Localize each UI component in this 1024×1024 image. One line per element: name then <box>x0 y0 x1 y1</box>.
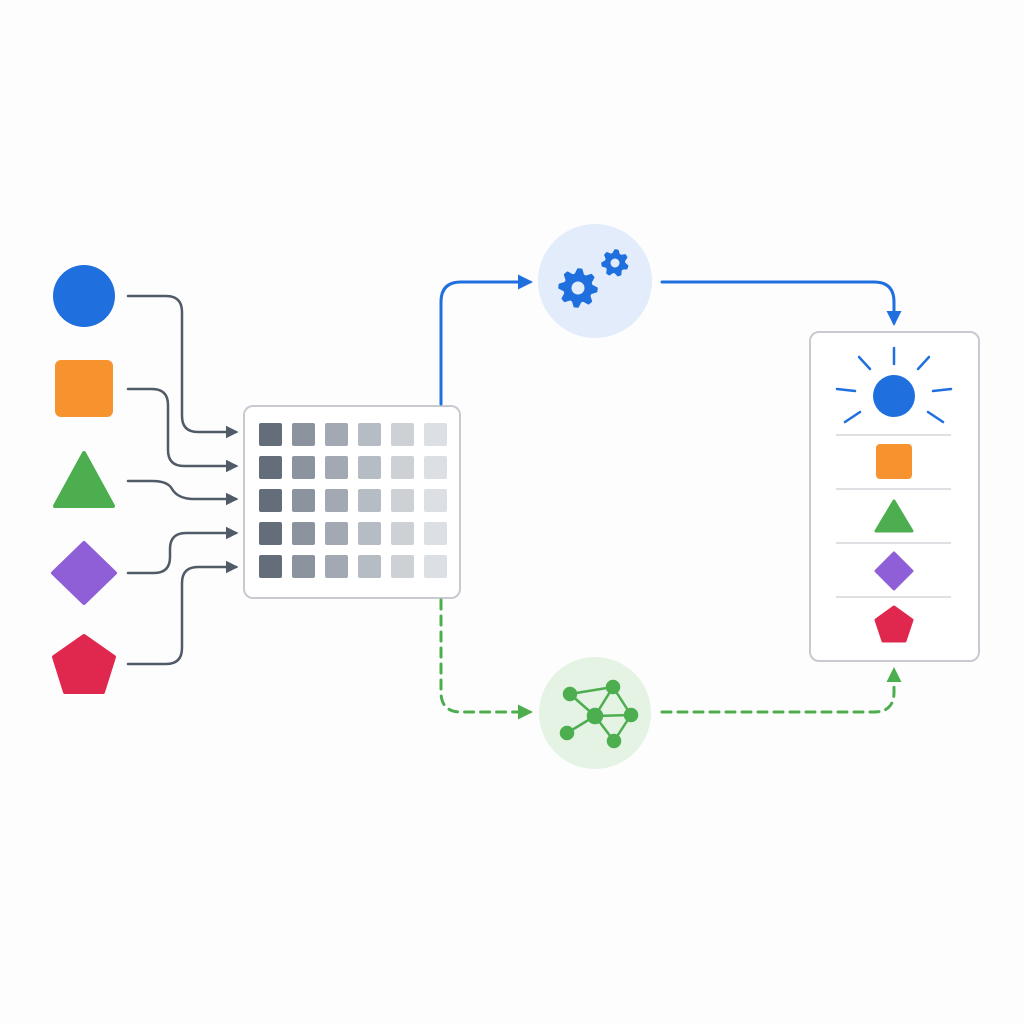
edge-network-to-output <box>660 667 902 714</box>
gears-node-background <box>538 224 652 338</box>
matrix-cell <box>292 555 315 578</box>
output-triangle-green <box>874 499 914 533</box>
matrix-cell <box>325 456 348 479</box>
connector-diamond-to-matrix <box>126 526 239 575</box>
matrix-cell <box>259 489 282 512</box>
matrix-cell <box>259 456 282 479</box>
input-diamond-purple <box>51 541 117 605</box>
output-panel-frame <box>809 331 980 662</box>
edge-matrix-to-gears <box>439 274 533 406</box>
matrix-cell <box>358 423 381 446</box>
connector-square-to-matrix <box>126 387 239 473</box>
matrix-cell <box>358 522 381 545</box>
matrix-cell <box>325 555 348 578</box>
matrix-cell <box>424 423 447 446</box>
matrix-cell <box>325 423 348 446</box>
matrix-cell <box>358 489 381 512</box>
output-circle-blue <box>873 375 915 417</box>
connector-pentagon-to-matrix <box>126 560 239 666</box>
matrix-cell <box>259 522 282 545</box>
matrix-cell <box>424 456 447 479</box>
matrix-cell <box>424 555 447 578</box>
matrix-cell <box>358 456 381 479</box>
matrix-cell <box>391 489 414 512</box>
matrix-cell <box>259 423 282 446</box>
output-diamond-purple <box>874 551 914 591</box>
matrix-cell <box>391 555 414 578</box>
input-pentagon-red <box>52 634 116 694</box>
matrix-cell <box>391 423 414 446</box>
connector-triangle-to-matrix <box>126 479 239 506</box>
feature-matrix <box>243 405 461 599</box>
input-shapes <box>51 265 117 694</box>
input-square-orange <box>55 360 113 417</box>
gears-icon <box>558 249 629 308</box>
matrix-cell <box>259 555 282 578</box>
output-square-orange <box>876 444 912 479</box>
output-panel <box>809 331 980 662</box>
gear-large-icon <box>558 268 598 308</box>
input-connectors <box>126 294 239 666</box>
output-item-highlighted-circle <box>835 346 953 424</box>
gears-node <box>538 224 652 338</box>
highlight-rays <box>835 346 953 424</box>
matrix-cell <box>325 522 348 545</box>
network-node <box>539 657 651 769</box>
input-circle-blue <box>53 265 115 327</box>
matrix-cell <box>292 456 315 479</box>
matrix-cell <box>358 555 381 578</box>
matrix-cell <box>325 489 348 512</box>
connector-circle-to-matrix <box>126 294 239 439</box>
gear-small-icon <box>601 249 629 277</box>
matrix-cell <box>292 522 315 545</box>
matrix-cell <box>292 489 315 512</box>
output-pentagon-red <box>874 605 914 643</box>
matrix-cell <box>391 522 414 545</box>
matrix-frame <box>243 405 461 599</box>
matrix-cell <box>292 423 315 446</box>
matrix-cell <box>424 522 447 545</box>
edge-gears-to-output <box>660 280 902 326</box>
edge-matrix-to-network <box>439 598 533 720</box>
network-graph-icon <box>559 679 639 749</box>
matrix-cell <box>391 456 414 479</box>
matrix-cells <box>259 423 447 578</box>
matrix-cell <box>424 489 447 512</box>
input-triangle-green <box>53 451 115 508</box>
